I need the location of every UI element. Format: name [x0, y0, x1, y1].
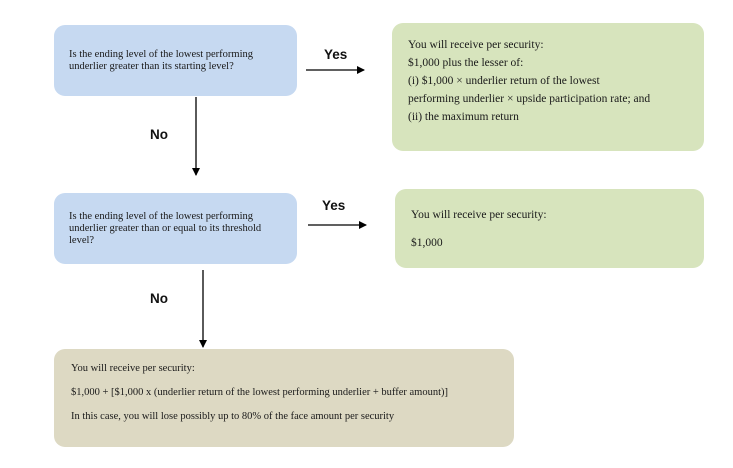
question-1-box: Is the ending level of the lowest perfor…	[54, 25, 297, 96]
outcome-1-box: You will receive per security: $1,000 pl…	[392, 23, 704, 151]
outcome-3-formula: $1,000 + [$1,000 x (underlier return of …	[71, 387, 449, 398]
outcome-1-line-5: (ii) the maximum return	[408, 111, 519, 123]
yes-label-1: Yes	[324, 47, 348, 62]
question-2-text: Is the ending level of the lowest perfor…	[69, 210, 262, 246]
outcome-1-line-3: (i) $1,000 × underlier return of the low…	[408, 75, 600, 87]
outcome-1-line-2: $1,000 plus the lesser of:	[408, 57, 524, 69]
no-label-2: No	[150, 291, 168, 306]
outcome-3-heading: You will receive per security:	[71, 363, 195, 374]
outcome-2-amount: $1,000	[411, 237, 443, 249]
outcome-3-box: You will receive per security: $1,000 + …	[54, 349, 514, 447]
no-label-1: No	[150, 127, 168, 142]
outcome-3-note: In this case, you will lose possibly up …	[71, 411, 395, 422]
outcome-2-heading: You will receive per security:	[411, 209, 547, 221]
outcome-2-box: You will receive per security: $1,000	[395, 189, 704, 268]
question-2-box: Is the ending level of the lowest perfor…	[54, 193, 297, 264]
yes-label-2: Yes	[322, 198, 346, 213]
outcome-1-line-4: performing underlier × upside participat…	[408, 93, 651, 105]
question-1-text: Is the ending level of the lowest perfor…	[69, 48, 253, 72]
outcome-1-line-1: You will receive per security:	[408, 39, 544, 51]
